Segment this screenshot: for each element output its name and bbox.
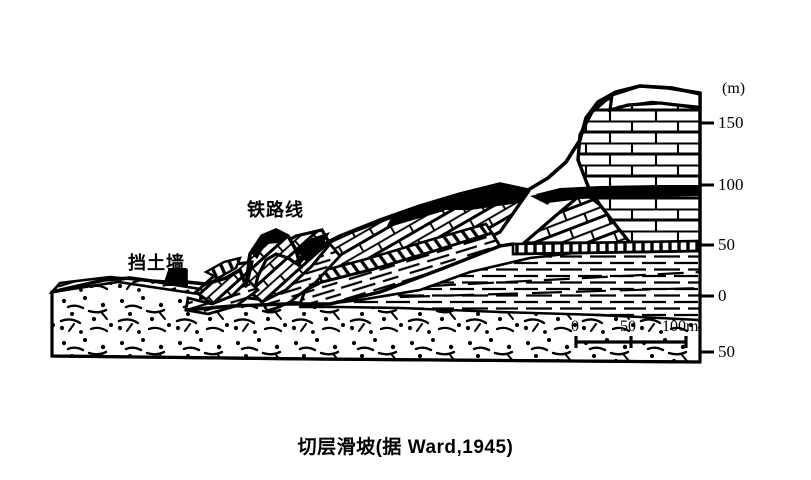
elevation-axis-ticks [700,121,714,354]
section-frame [50,92,702,364]
axis-tick-label-minus-50: 50 [718,342,735,361]
scale-label-100m: 100m [662,318,699,335]
weak-slip-layer [511,239,702,256]
elevation-unit-label: (m) [722,80,746,97]
annotation-railway-line: 铁路线 [247,200,304,220]
axis-tick-label-150: 150 [718,113,744,132]
scale-label-0: 0 [571,318,579,335]
figure-caption: 切层滑坡(据 Ward,1945) [297,437,514,458]
unit-cliff-sandstone [519,84,702,245]
scale-bar-graphic [574,336,688,348]
coal-seam-upper [530,185,700,205]
axis-tick-label-100: 100 [718,175,744,194]
retaining-wall-structure [166,268,188,286]
axis-tick-label-0: 0 [718,286,727,305]
annotation-retaining-wall: 挡土墙 [128,253,185,273]
axis-tick-label-50: 50 [718,235,735,254]
slip-surface-line [184,242,515,312]
scale-label-50: 50 [620,318,636,335]
